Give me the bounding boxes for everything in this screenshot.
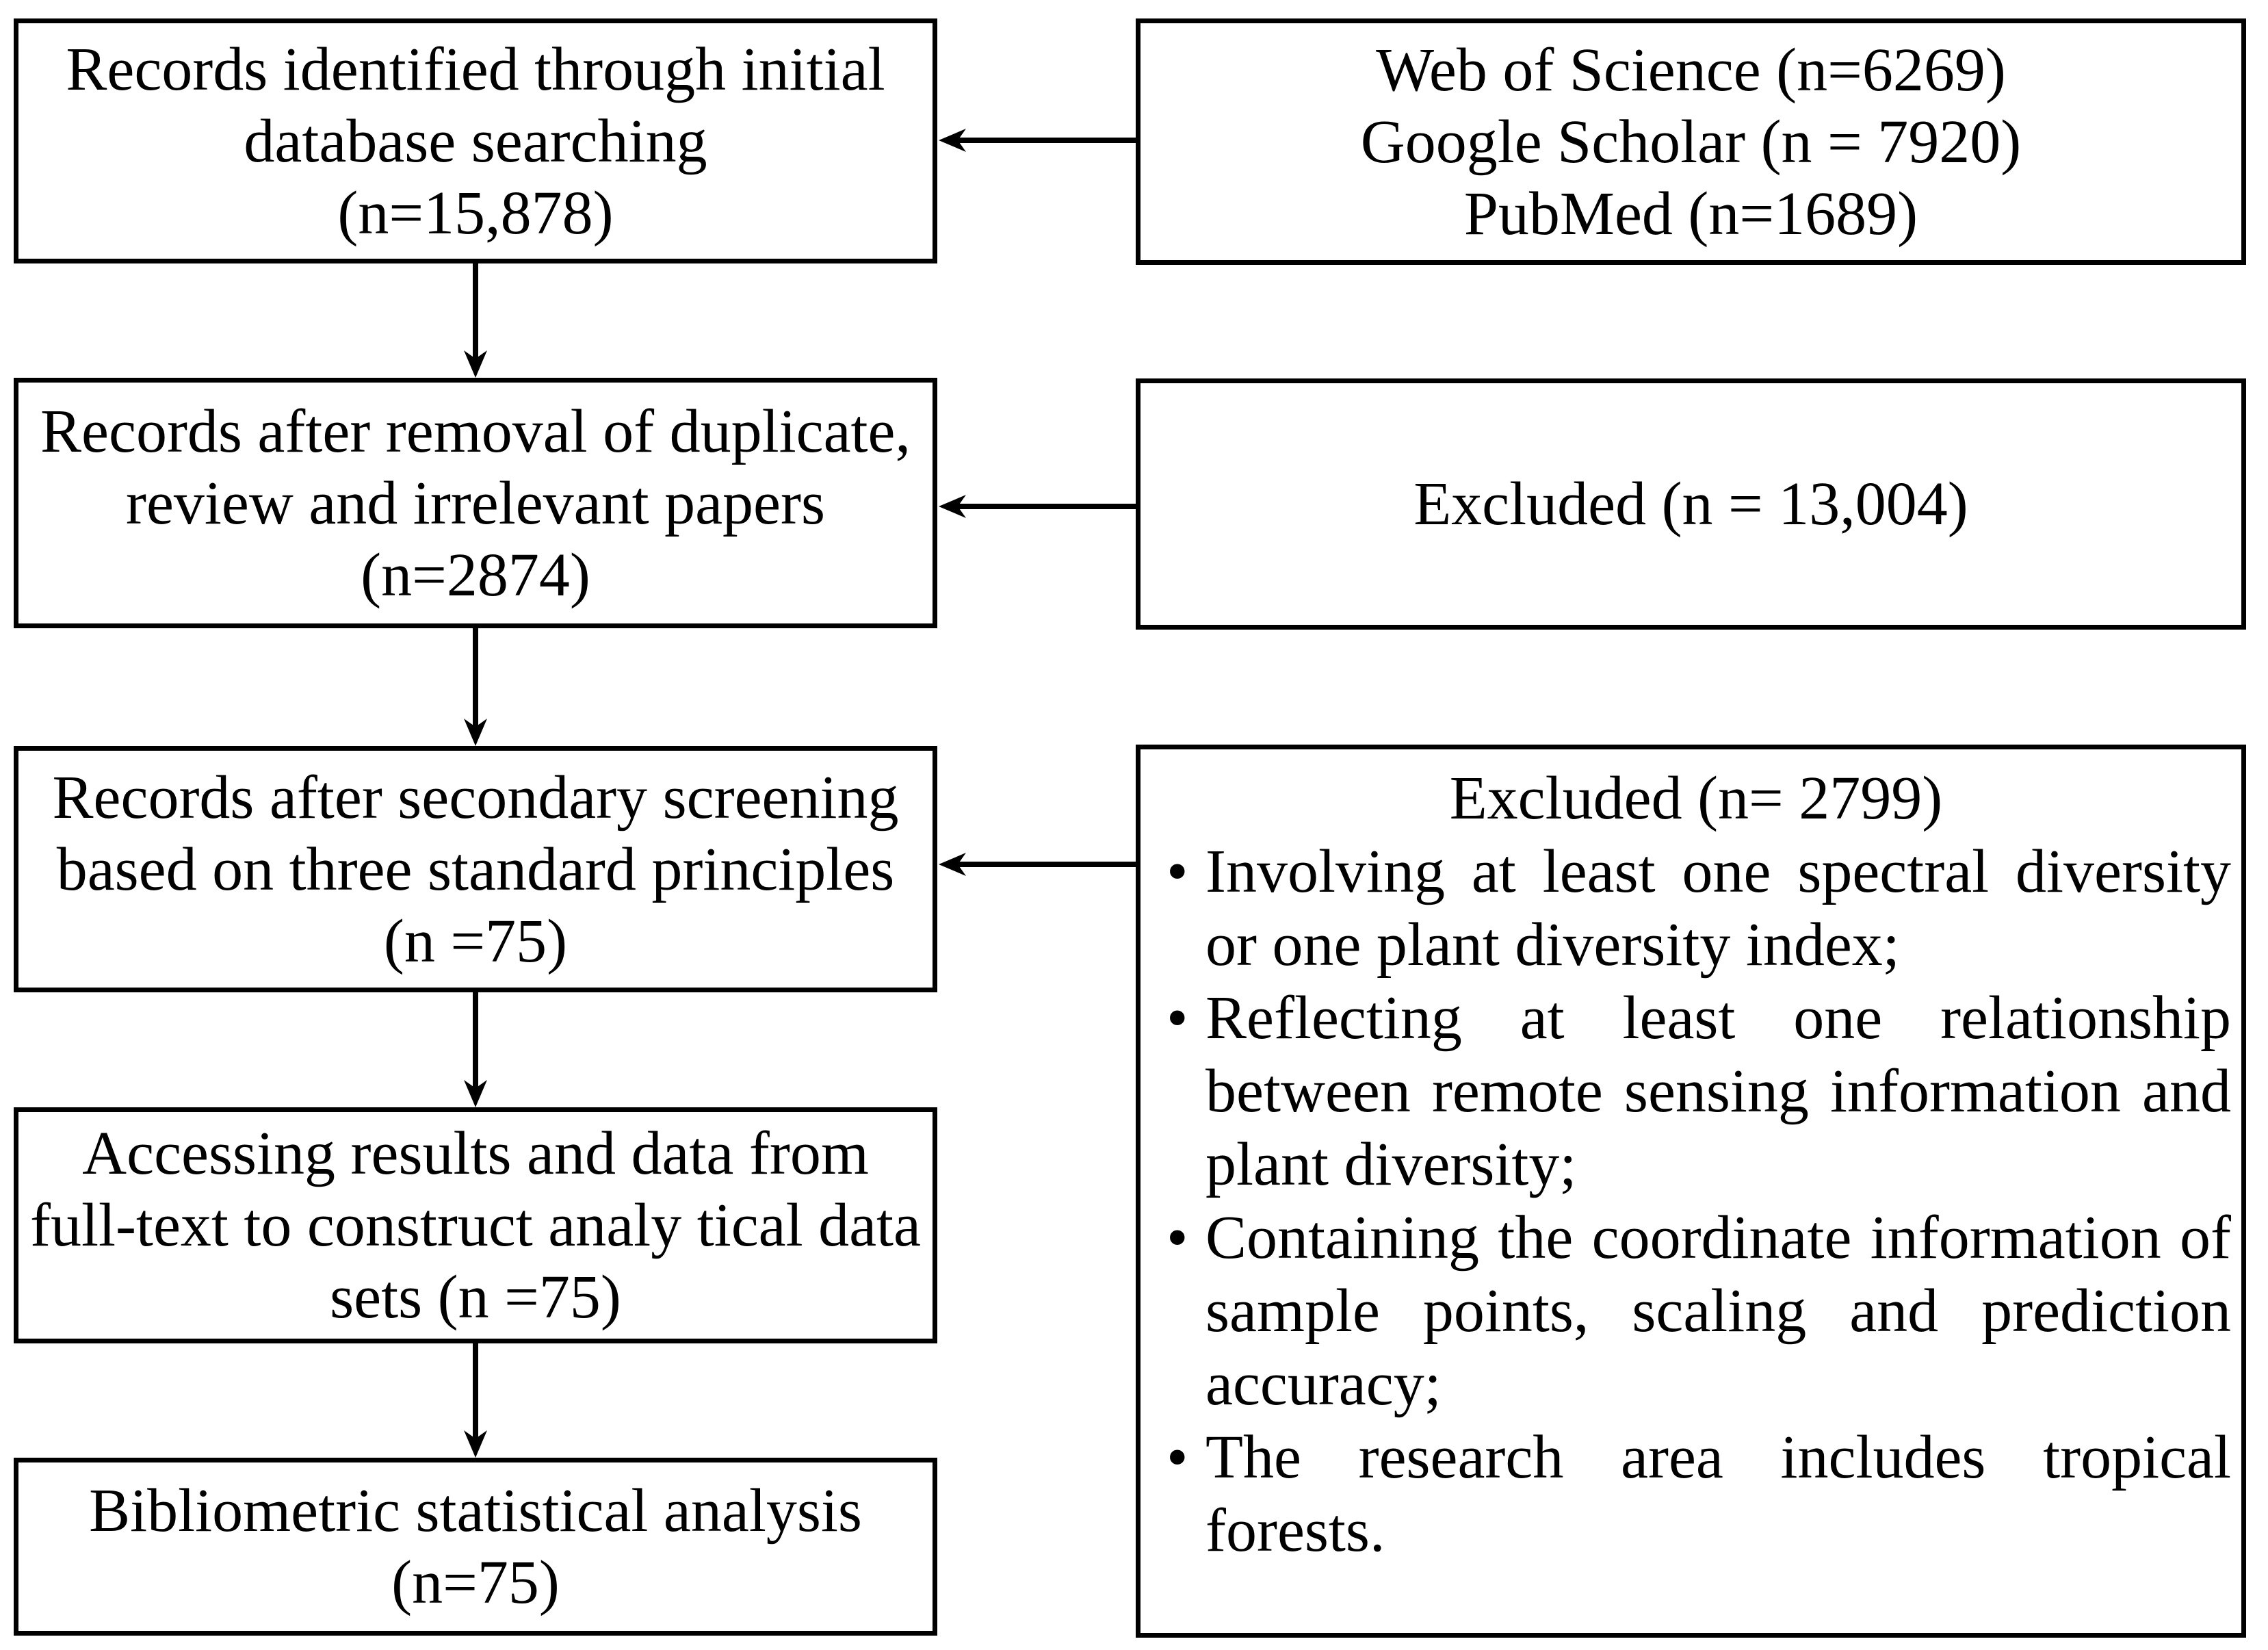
exclusion-criteria-list: • Involving at least one spectral divers… [1161, 835, 2231, 1567]
exclusion-criterion-2: • Reflecting at least one relationship b… [1161, 981, 2231, 1201]
exclusion-criterion-4-text: The research area includes tropical fore… [1205, 1423, 2231, 1564]
box-database-sources: Web of Science (n=6269) Google Scholar (… [1136, 18, 2246, 265]
arrow-shaft [473, 992, 478, 1088]
box-records-deduplicated-text: Records after removal of duplicate, revi… [40, 397, 911, 609]
exclusion-criterion-1-text: Involving at least one spectral diversit… [1205, 838, 2231, 979]
box-excluded-primary: Excluded (n = 13,004) [1136, 378, 2246, 630]
box-excluded-secondary: Excluded (n= 2799) • Involving at least … [1136, 745, 2246, 1638]
arrow-shaft [473, 628, 478, 727]
arrow-shaft [958, 862, 1136, 867]
exclusion-criterion-3: • Containing the coordinate information … [1161, 1201, 2231, 1421]
box-secondary-screening: Records after secondary screening based … [14, 746, 937, 992]
exclusion-criterion-4: • The research area includes tropical fo… [1161, 1421, 2231, 1567]
box-bibliometric-analysis-text: Bibliometric statistical analysis (n=75) [89, 1477, 862, 1616]
box-secondary-screening-text: Records after secondary screening based … [52, 763, 899, 975]
box-records-identified-text: Records identified through initial datab… [66, 35, 885, 247]
box-records-identified: Records identified through initial datab… [14, 18, 937, 263]
arrow-fulltext-to-bibliometric [464, 1343, 487, 1458]
arrow-shaft [958, 504, 1136, 509]
arrow-shaft [473, 1343, 478, 1439]
exclusion-criterion-1: • Involving at least one spectral divers… [1161, 835, 2231, 981]
arrow-excluded-secondary-to-screening [939, 853, 1136, 876]
box-database-sources-text: Web of Science (n=6269) Google Scholar (… [1360, 36, 2022, 248]
excluded-secondary-title: Excluded (n= 2799) [1449, 764, 1943, 832]
bullet-icon: • [1166, 1204, 1188, 1272]
box-bibliometric-analysis: Bibliometric statistical analysis (n=75) [14, 1458, 937, 1636]
exclusion-criterion-3-text: Containing the coordinate information of… [1205, 1204, 2231, 1418]
arrow-shaft [958, 138, 1136, 143]
box-records-deduplicated: Records after removal of duplicate, revi… [14, 378, 937, 628]
exclusion-criterion-2-text: Reflecting at least one relationship bet… [1205, 984, 2231, 1198]
arrow-screening-to-fulltext [464, 992, 487, 1107]
bullet-icon: • [1166, 984, 1188, 1052]
bullet-icon: • [1166, 838, 1188, 905]
arrow-shaft [473, 263, 478, 359]
box-fulltext-data-sets: Accessing results and data from full-tex… [14, 1107, 937, 1343]
box-excluded-primary-text: Excluded (n = 13,004) [1413, 470, 1968, 538]
bullet-icon: • [1166, 1423, 1188, 1491]
box-fulltext-data-sets-text: Accessing results and data from full-tex… [29, 1120, 921, 1331]
arrow-excluded-primary-to-deduplicated [939, 495, 1136, 518]
arrow-deduplicated-to-screening [464, 628, 487, 746]
arrow-identified-to-deduplicated [464, 263, 487, 378]
arrow-sources-to-identified [939, 129, 1136, 152]
